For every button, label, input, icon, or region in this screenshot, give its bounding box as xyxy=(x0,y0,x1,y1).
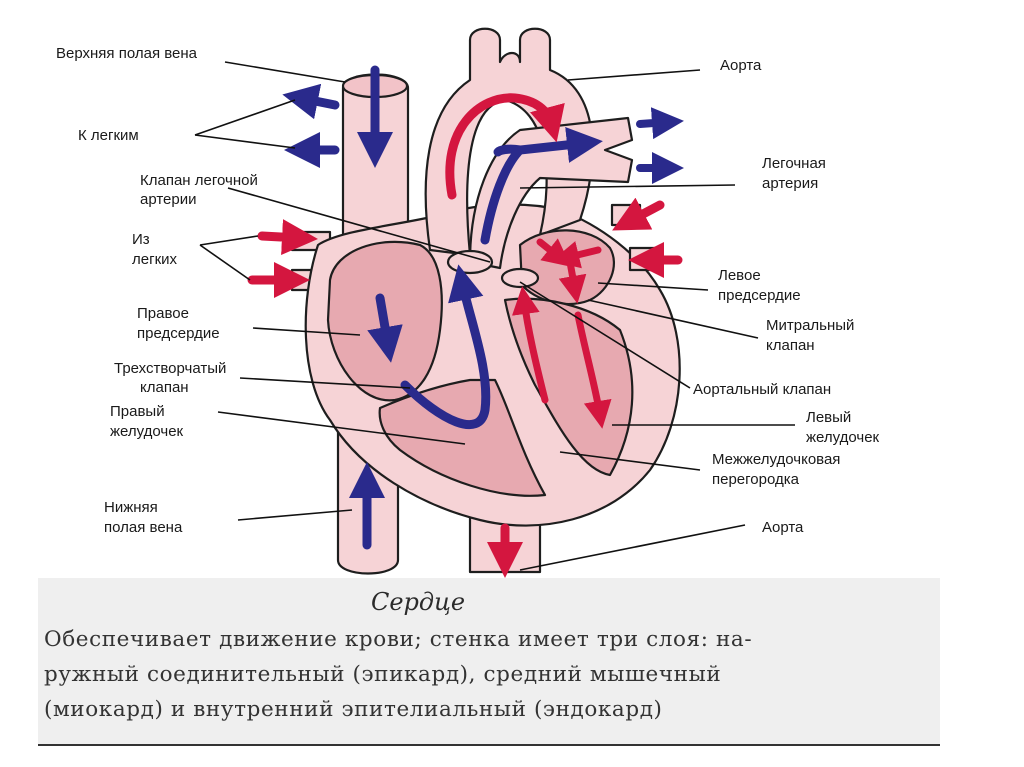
arrow-to-lungs-1 xyxy=(300,98,335,105)
label-septum-1: Межжелудочковая xyxy=(712,451,840,468)
label-aorta-bottom: Аорта xyxy=(762,519,804,536)
label-aortic-valve: Аортальный клапан xyxy=(693,381,831,398)
label-mitral-2: клапан xyxy=(766,337,815,354)
label-left-atrium-1: Левое xyxy=(718,267,761,284)
label-right-ventricle-1: Правый xyxy=(110,403,165,420)
caption-box: Сердце Обеспечивает движение крови; стен… xyxy=(38,578,940,746)
heart-illustration xyxy=(292,29,680,574)
aortic-valve-ring xyxy=(502,269,538,287)
label-tricuspid-1: Трехстворчатый xyxy=(114,360,226,377)
label-mitral-1: Митральный xyxy=(766,317,854,334)
caption-line-1: Обеспечивает движение крови; стенка имее… xyxy=(44,622,934,657)
label-pulmonary-artery-2: артерия xyxy=(762,175,818,192)
arrow-from-lungs-1 xyxy=(262,236,300,238)
label-ivc-2: полая вена xyxy=(104,519,183,536)
label-septum-2: перегородка xyxy=(712,471,800,488)
label-right-ventricle-2: желудочек xyxy=(110,423,184,440)
label-from-lungs-1: Из xyxy=(132,231,150,248)
label-right-atrium-1: Правое xyxy=(137,305,189,322)
label-pulmonary-artery-1: Легочная xyxy=(762,155,826,172)
label-to-lungs: К легким xyxy=(78,127,139,144)
label-aorta-top: Аорта xyxy=(720,57,762,74)
pulmonary-valve xyxy=(448,251,492,273)
label-from-lungs-2: легких xyxy=(132,251,178,268)
label-left-ventricle-2: желудочек xyxy=(806,429,880,446)
label-pulmonary-valve-1: Клапан легочной xyxy=(140,172,258,189)
label-tricuspid-2: клапан xyxy=(140,379,189,396)
label-left-atrium-2: предсердие xyxy=(718,287,801,304)
label-pulmonary-valve-2: артерии xyxy=(140,191,197,208)
caption-line-2: ружный соединительный (эпикард), средний… xyxy=(44,657,934,692)
label-ivc-1: Нижняя xyxy=(104,499,158,516)
label-superior-vena-cava: Верхняя полая вена xyxy=(56,45,198,62)
arrow-pulm-left xyxy=(498,149,520,152)
arrow-la-down xyxy=(570,262,575,290)
label-left-ventricle-1: Левый xyxy=(806,409,851,426)
left-atrium-chamber xyxy=(520,230,614,304)
caption-title: Сердце xyxy=(38,588,798,616)
label-right-atrium-2: предсердие xyxy=(137,325,220,342)
caption-body: Обеспечивает движение крови; стенка имее… xyxy=(44,622,934,727)
arrow-pulm-out-1 xyxy=(640,122,668,124)
caption-line-3: (миокард) и внутренний эпителиальный (эн… xyxy=(44,692,934,727)
